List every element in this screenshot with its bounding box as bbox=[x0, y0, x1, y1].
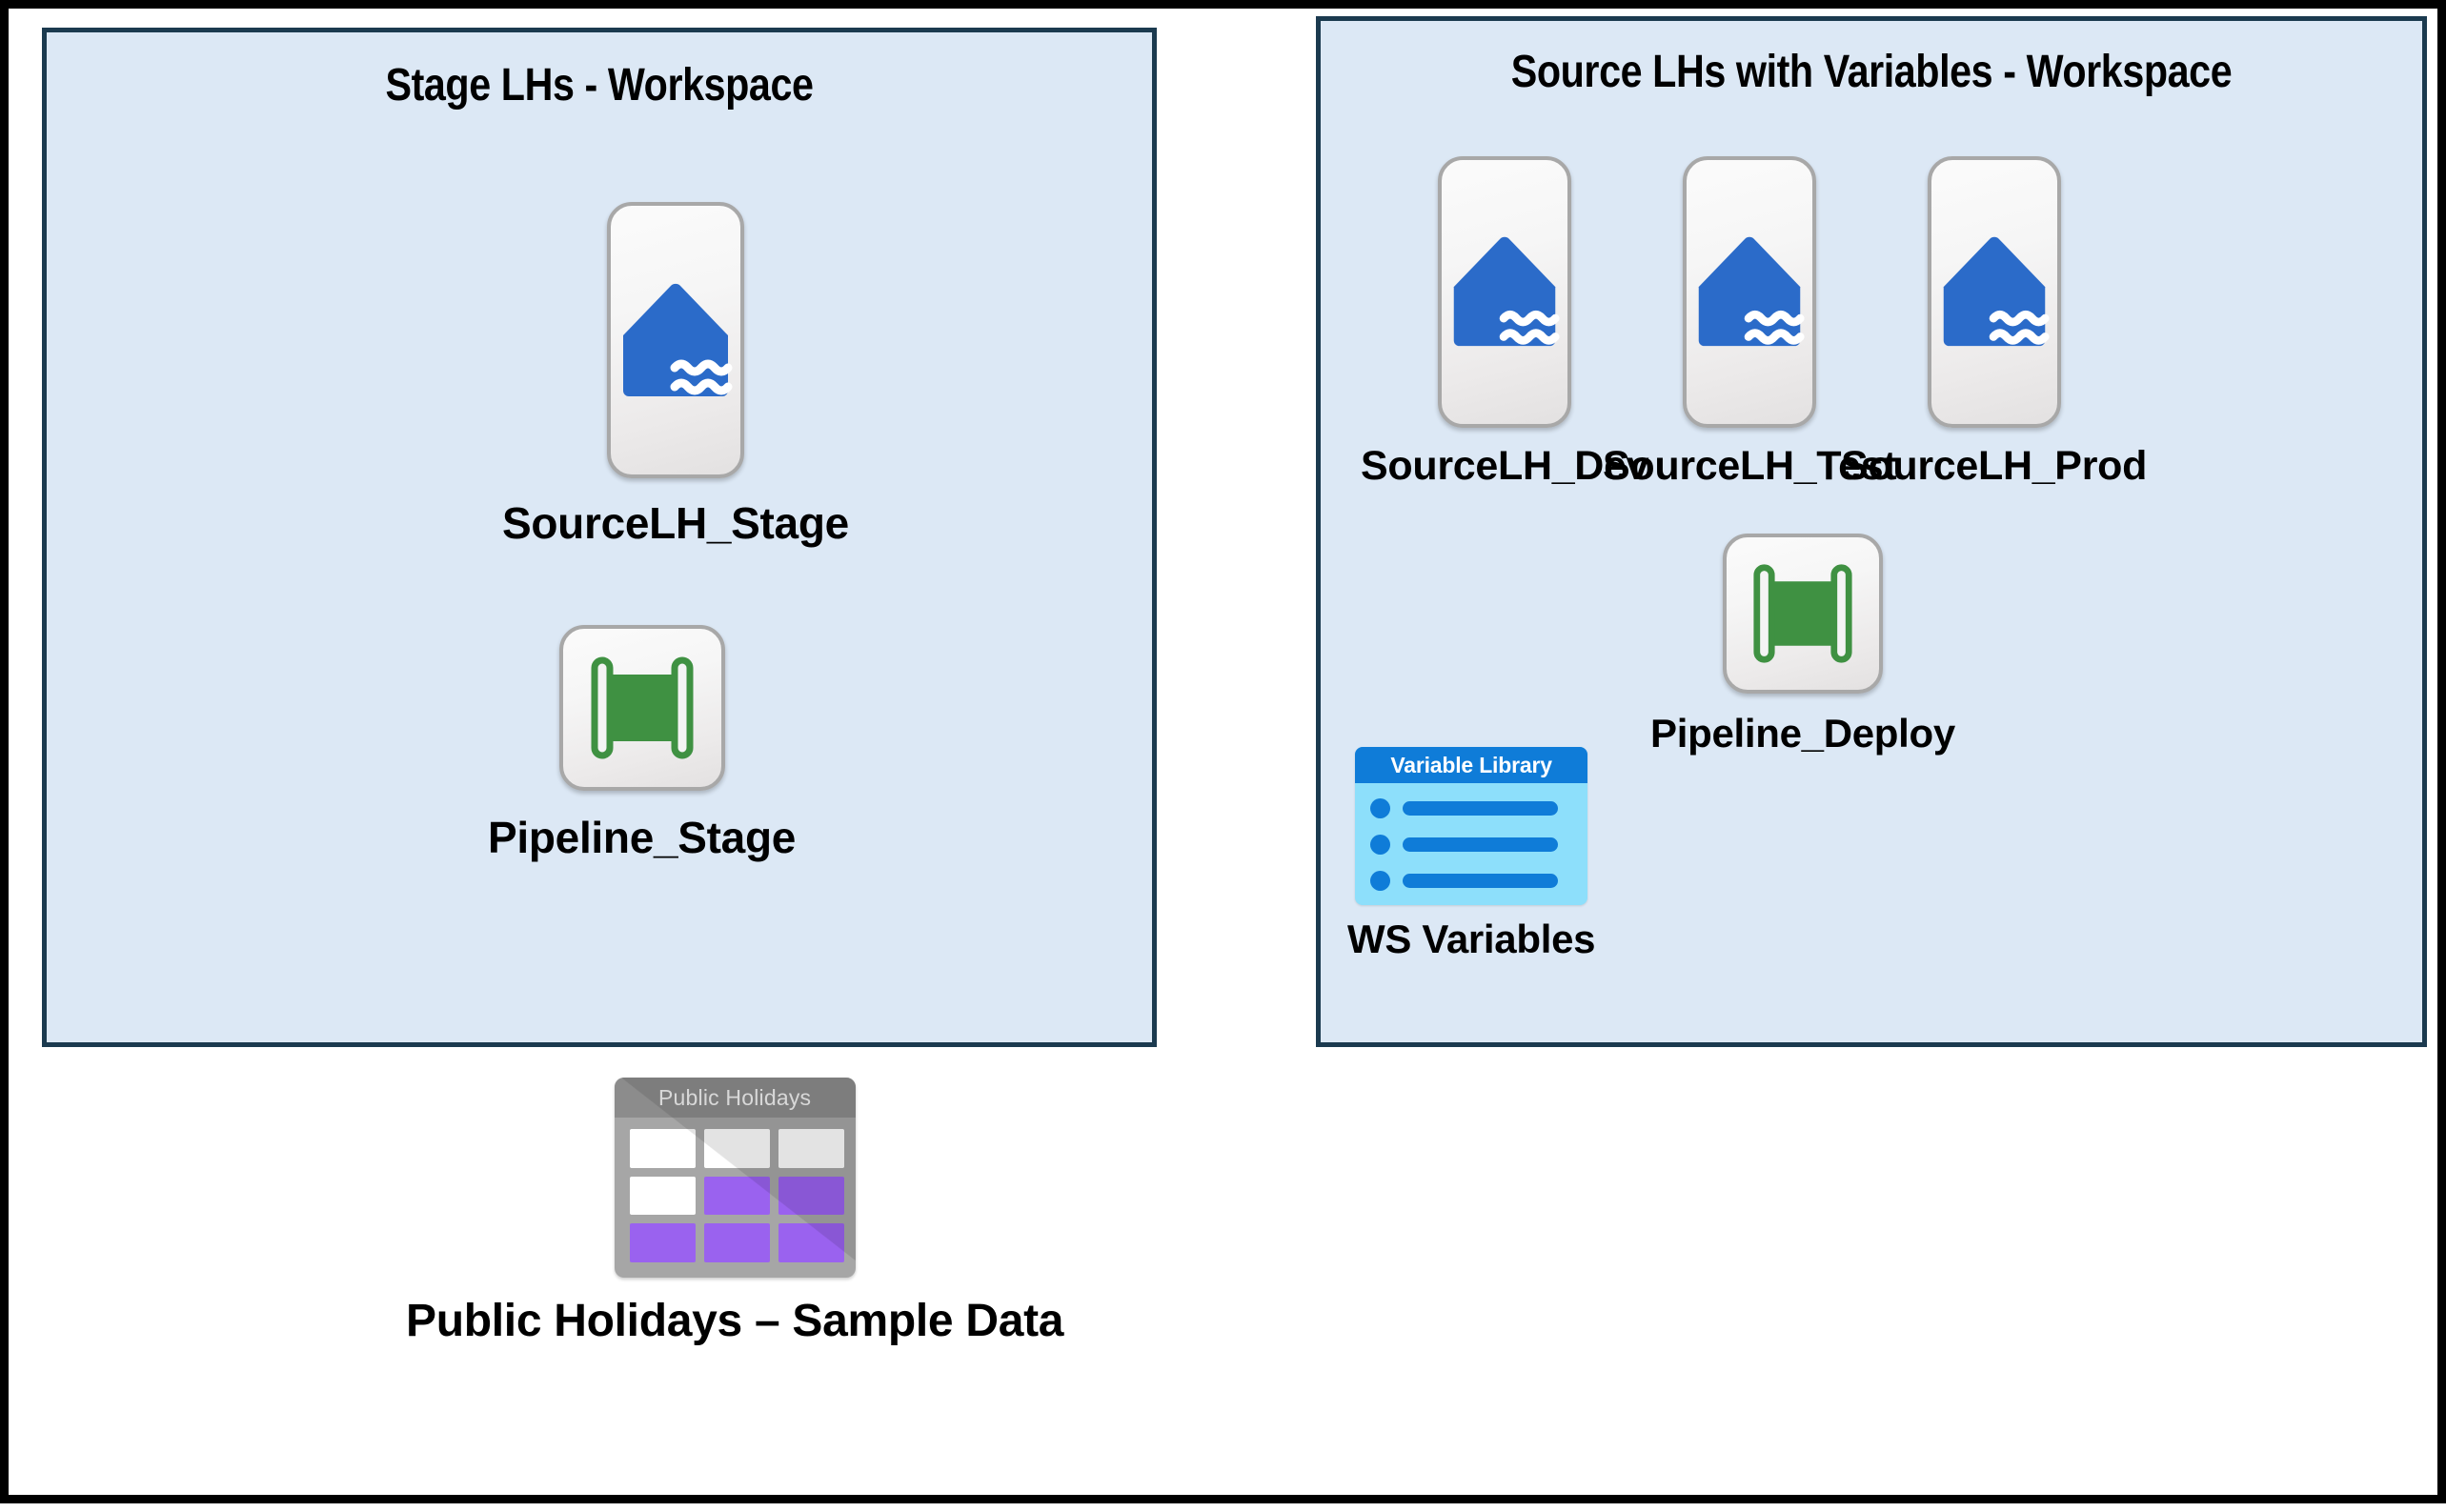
item-pipeline-deploy[interactable]: Pipeline_Deploy bbox=[1650, 534, 1955, 756]
variable-bar bbox=[1403, 874, 1559, 888]
table-cell bbox=[703, 1176, 770, 1216]
item-public-holidays-sample-data[interactable]: Public Holidays Public Holidays – Sample… bbox=[406, 1078, 1064, 1347]
item-ws-variables[interactable]: Variable Library bbox=[1347, 747, 1596, 962]
bullet-icon bbox=[1370, 798, 1391, 818]
variable-row bbox=[1370, 871, 1574, 891]
table-cell bbox=[703, 1129, 770, 1168]
stage-workspace-title: Stage LHs - Workspace bbox=[385, 60, 814, 111]
pipeline-icon bbox=[1749, 562, 1857, 665]
sourcelh-prod-tile[interactable] bbox=[1927, 156, 2061, 428]
variable-row bbox=[1370, 798, 1574, 818]
bullet-icon bbox=[1370, 835, 1391, 855]
variable-library-rows bbox=[1355, 783, 1587, 900]
pipeline-stage-tile[interactable] bbox=[558, 625, 725, 791]
item-sourcelh-dev[interactable]: SourceLH_Dev bbox=[1361, 156, 1649, 490]
table-cell bbox=[703, 1223, 770, 1262]
sourcelh-stage-tile[interactable] bbox=[606, 202, 744, 478]
sourcelh-dev-label: SourceLH_Dev bbox=[1361, 443, 1649, 489]
bullet-icon bbox=[1370, 871, 1391, 891]
variable-library-icon[interactable]: Variable Library bbox=[1355, 747, 1588, 905]
table-cell bbox=[629, 1223, 696, 1262]
pipeline-stage-label: Pipeline_Stage bbox=[488, 813, 797, 862]
source-workspace-panel: Source LHs with Variables - Workspace bbox=[1316, 16, 2427, 1047]
pipeline-icon bbox=[586, 655, 698, 761]
ws-variables-label: WS Variables bbox=[1347, 917, 1596, 961]
item-pipeline-stage[interactable]: Pipeline_Stage bbox=[488, 625, 796, 863]
variable-row bbox=[1370, 835, 1574, 855]
diagram-canvas: Stage LHs - Workspace SourceLH_S bbox=[9, 9, 2446, 1512]
variable-library-header: Variable Library bbox=[1355, 747, 1588, 783]
sourcelh-test-tile[interactable] bbox=[1683, 156, 1817, 428]
table-cell bbox=[778, 1129, 844, 1168]
sourcelh-prod-label: SourceLH_Prod bbox=[1841, 443, 2148, 489]
stage-workspace-panel: Stage LHs - Workspace SourceLH_S bbox=[42, 28, 1157, 1047]
table-icon[interactable]: Public Holidays bbox=[614, 1078, 856, 1278]
source-workspace-title: Source LHs with Variables - Workspace bbox=[1510, 47, 2233, 97]
lakehouse-icon bbox=[1691, 230, 1808, 354]
table-cell bbox=[629, 1129, 696, 1168]
sourcelh-dev-tile[interactable] bbox=[1438, 156, 1572, 428]
table-icon-title: Public Holidays bbox=[657, 1084, 812, 1110]
variable-bar bbox=[1403, 801, 1559, 816]
lakehouse-icon bbox=[1446, 230, 1563, 354]
table-grid bbox=[629, 1129, 844, 1262]
variable-bar bbox=[1403, 837, 1559, 852]
lakehouse-icon bbox=[1936, 230, 2052, 354]
variable-library-title: Variable Library bbox=[1390, 752, 1552, 777]
sourcelh-stage-label: SourceLH_Stage bbox=[502, 498, 849, 548]
item-sourcelh-stage[interactable]: SourceLH_Stage bbox=[502, 202, 849, 549]
table-cell bbox=[778, 1176, 844, 1216]
pipeline-deploy-label: Pipeline_Deploy bbox=[1650, 711, 1955, 756]
pipeline-deploy-tile[interactable] bbox=[1722, 534, 1883, 694]
item-sourcelh-test[interactable]: SourceLH_Test bbox=[1603, 156, 1897, 490]
sourcelh-test-label: SourceLH_Test bbox=[1603, 443, 1897, 489]
table-cell bbox=[629, 1176, 696, 1216]
lakehouse-icon bbox=[616, 276, 736, 405]
table-icon-header: Public Holidays bbox=[614, 1078, 856, 1118]
table-cell bbox=[778, 1223, 844, 1262]
item-sourcelh-prod[interactable]: SourceLH_Prod bbox=[1841, 156, 2147, 490]
public-holidays-sample-data-label: Public Holidays – Sample Data bbox=[406, 1296, 1064, 1346]
